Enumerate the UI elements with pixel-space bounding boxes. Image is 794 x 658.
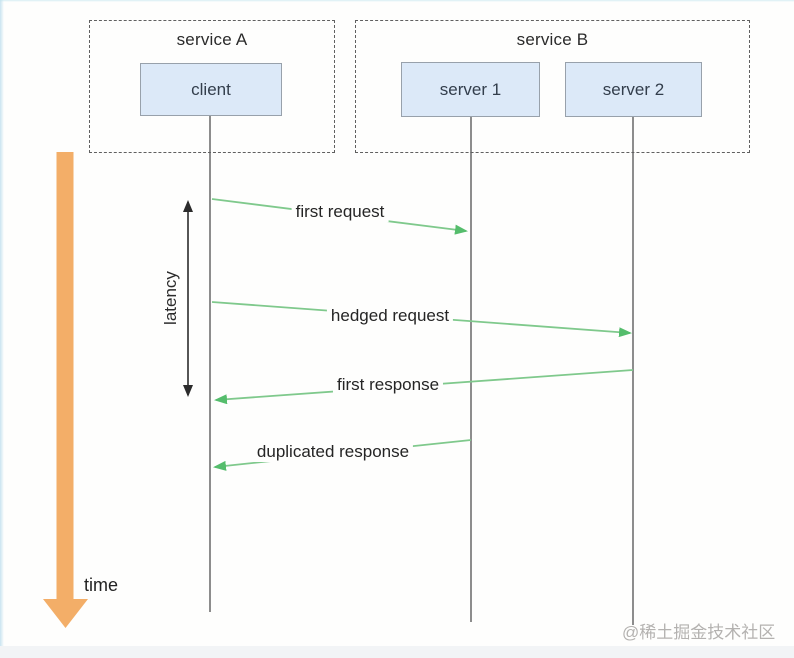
server-1-box: server 1 — [401, 62, 540, 117]
service-b-label: service B — [516, 30, 589, 49]
service-b-group-box: service B — [355, 20, 750, 153]
time-axis-label: time — [84, 575, 119, 595]
top-edge-tint — [0, 0, 794, 2]
time-arrow-shaft — [56, 152, 74, 602]
bottom-strip — [0, 646, 794, 658]
watermark-text: @稀土掘金技术社区 — [622, 623, 776, 642]
message-label-hedged-request: hedged request — [326, 306, 454, 326]
message-label-first-request: first request — [291, 202, 389, 222]
message-label-first-response: first response — [332, 375, 444, 395]
left-edge-tint — [0, 0, 4, 658]
time-arrow-head-icon — [43, 599, 88, 628]
latency-label: latency — [161, 271, 180, 325]
server-2-box: server 2 — [565, 62, 702, 117]
client-box: client — [140, 63, 282, 116]
service-a-label: service A — [176, 30, 248, 49]
message-label-duplicated-response: duplicated response — [252, 442, 414, 462]
service-a-group-box: service A — [89, 20, 335, 153]
